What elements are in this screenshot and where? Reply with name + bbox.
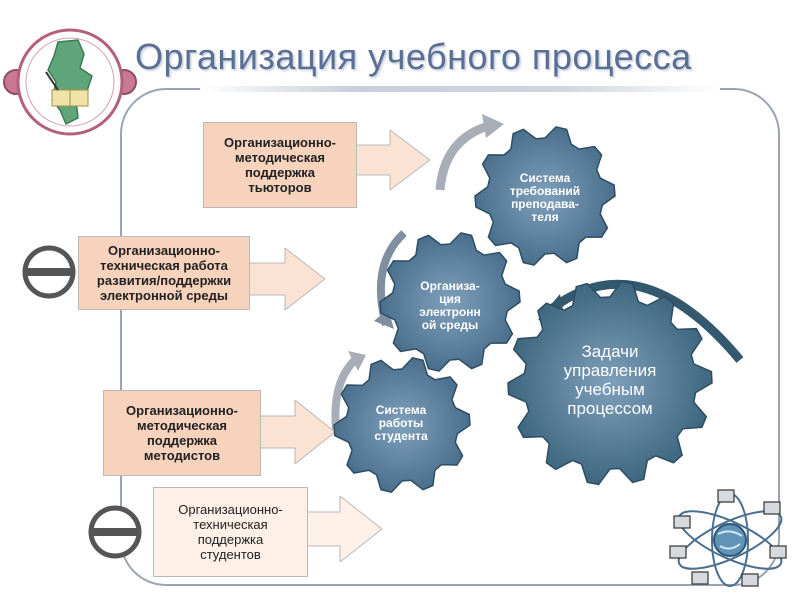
gear-teacher-requirements xyxy=(474,126,616,266)
box-students-support: Организационно- техническая поддержка ст… xyxy=(153,487,308,577)
box-label: Организационно- методическая поддержка м… xyxy=(126,403,238,463)
gear-e-environment xyxy=(379,232,521,372)
gear-label-management-tasks: Задачи управления учебным процессом xyxy=(563,342,657,418)
network-globe-icon xyxy=(669,489,787,587)
box-methodists-support: Организационно- методическая поддержка м… xyxy=(103,390,261,476)
box-tutors-support: Организационно- методическая поддержка т… xyxy=(203,122,357,208)
gear-label-teacher-requirements: Система требований преподава- теля xyxy=(509,171,581,224)
curved-arrow-top xyxy=(435,114,504,191)
gear-student-work xyxy=(333,356,471,494)
minus-circle-icon xyxy=(22,245,76,299)
title-underline xyxy=(200,86,720,92)
gear-management-tasks xyxy=(507,280,713,486)
gear-label-e-environment: Организа- ция электронн ой среды xyxy=(419,279,481,332)
box-tech-environment: Организационно- техническая работа разви… xyxy=(78,236,250,310)
gear-label-student-work: Система работы студента xyxy=(374,403,428,443)
minus-circle-icon xyxy=(88,505,142,559)
box-label: Организационно- методическая поддержка т… xyxy=(224,135,336,195)
curved-arrow-lower xyxy=(331,351,366,430)
logo-emblem xyxy=(3,28,137,136)
slide-title: Организация учебного процесса xyxy=(135,36,692,77)
box-label: Организационно- техническая поддержка ст… xyxy=(178,502,283,562)
box-label: Организационно- техническая работа разви… xyxy=(96,243,232,303)
